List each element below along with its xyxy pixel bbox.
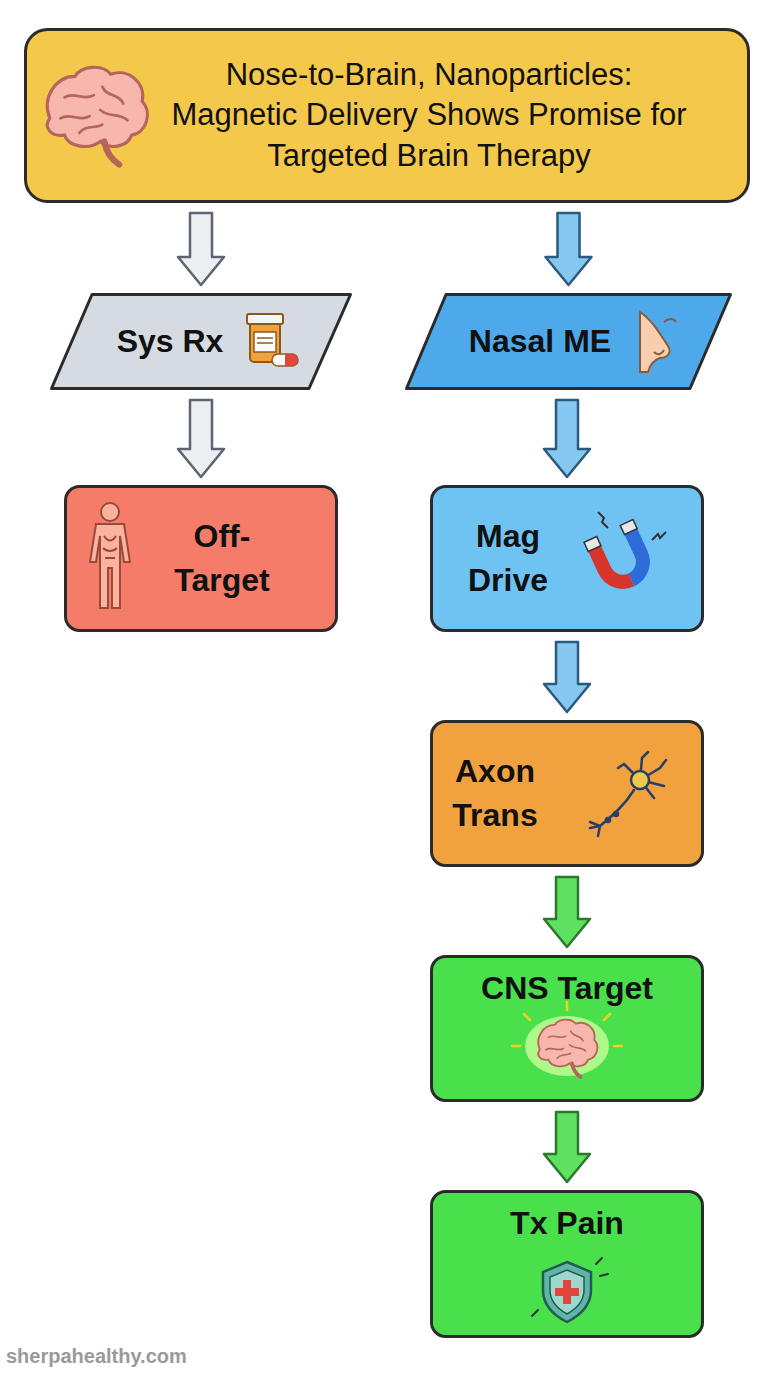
- text-area: Nose-to-Brain, Nanoparticles: Magnetic D…: [159, 28, 699, 203]
- block-arrow: [546, 213, 592, 285]
- input-parallelogram: Sys Rx: [50, 293, 352, 390]
- input-parallelogram: Nasal ME: [405, 293, 732, 390]
- watermark: sherpahealthy.com: [6, 1345, 187, 1368]
- parallelogram-shape: [52, 295, 351, 389]
- rounded-rect-shape: [432, 957, 703, 1101]
- text-area: Mag Drive: [453, 485, 563, 632]
- block-arrow: [178, 213, 224, 285]
- block-arrow: [544, 1112, 590, 1182]
- parallelogram-shape: [407, 295, 731, 389]
- process-box: Tx Pain: [430, 1190, 704, 1338]
- node-text: Sys Rx: [117, 321, 224, 363]
- node-text: Tx Pain: [510, 1203, 624, 1245]
- text-area: Nasal ME: [450, 293, 630, 390]
- rounded-rect-shape: [432, 487, 703, 631]
- node-outline: [64, 485, 338, 632]
- title-box: Nose-to-Brain, Nanoparticles: Magnetic D…: [24, 28, 750, 203]
- title-text: Nose-to-Brain, Nanoparticles: Magnetic D…: [159, 55, 699, 176]
- block-arrow: [544, 400, 590, 477]
- node-outline: [430, 720, 704, 867]
- block-arrow: [544, 642, 590, 712]
- block-arrow: [178, 400, 224, 477]
- text-area: Off-Target: [162, 485, 282, 632]
- process-box: CNS Target: [430, 955, 704, 1102]
- node-outline: [430, 485, 704, 632]
- rounded-rect-shape: [26, 30, 749, 202]
- process-box: Axon Trans: [430, 720, 704, 867]
- text-area: Sys Rx: [90, 293, 250, 390]
- rounded-rect-shape: [432, 1192, 703, 1337]
- text-area: Axon Trans: [440, 720, 550, 867]
- block-arrow: [544, 877, 590, 947]
- node-text: Nasal ME: [469, 321, 611, 363]
- node-text: CNS Target: [481, 968, 653, 1010]
- rounded-rect-shape: [66, 487, 337, 631]
- text-area: CNS Target: [430, 967, 704, 1011]
- process-box: Mag Drive: [430, 485, 704, 632]
- node-text: Axon Trans: [440, 750, 550, 836]
- node-text: Off-Target: [162, 515, 282, 601]
- process-box: Off-Target: [64, 485, 338, 632]
- text-area: Tx Pain: [430, 1202, 704, 1246]
- node-text: Mag Drive: [453, 515, 563, 601]
- rounded-rect-shape: [432, 722, 703, 866]
